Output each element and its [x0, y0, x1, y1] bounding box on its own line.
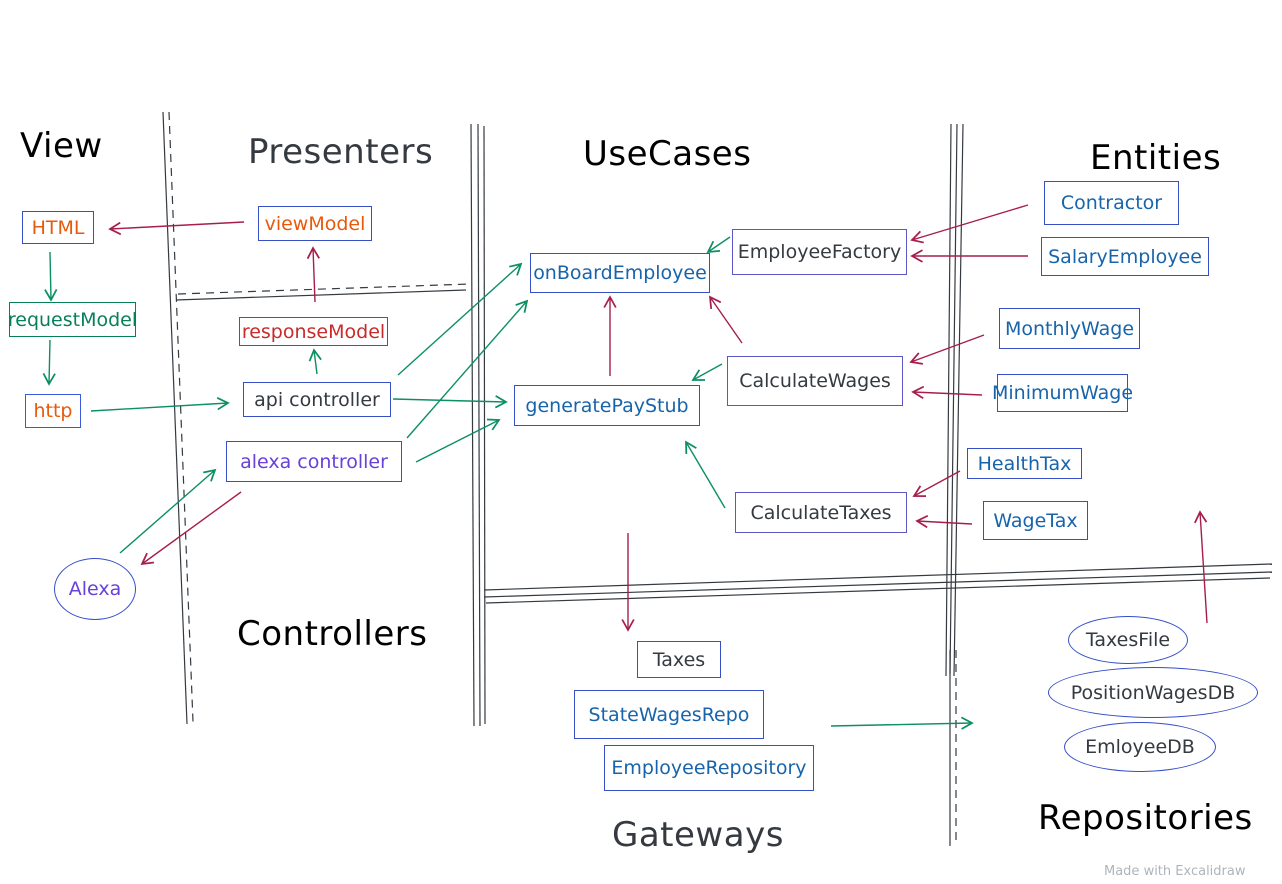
- arrow-wagetax-to-taxes: [915, 514, 973, 529]
- arrow-alexa-controller-to-onboard: [406, 299, 529, 439]
- node-alexa-controller[interactable]: alexa controller: [226, 441, 402, 482]
- node-calculate-taxes[interactable]: CalculateTaxes: [735, 492, 907, 533]
- node-response-model[interactable]: responseModel: [239, 317, 388, 346]
- node-http[interactable]: http: [25, 394, 81, 428]
- divider-view-presenters: [162, 111, 188, 725]
- arrow-wages-to-onboard: [708, 295, 743, 344]
- node-taxes-file[interactable]: TaxesFile: [1068, 616, 1188, 664]
- watermark: Made with Excalidraw: [1104, 864, 1246, 879]
- arrow-requestmodel-to-http: [42, 339, 56, 386]
- arrow-factory-to-onboard: [706, 236, 731, 254]
- arrow-minimum-to-wages: [911, 385, 983, 400]
- node-request-model[interactable]: requestModel: [8, 302, 137, 337]
- arrow-gateways-to-repositories: [830, 716, 974, 730]
- divider-presenters-controllers-dashed: [177, 283, 471, 295]
- arrow-contractor-to-factory: [910, 204, 1029, 244]
- section-title-usecases: UseCases: [583, 134, 752, 174]
- arrow-html-to-requestmodel: [44, 251, 58, 302]
- divider-core-gateways-2: [483, 571, 1273, 598]
- arrow-http-to-api-controller: [90, 397, 230, 412]
- section-title-view: View: [20, 126, 103, 166]
- divider-usecases-entities-3: [953, 123, 964, 677]
- node-position-wages-db[interactable]: PositionWagesDB: [1048, 667, 1258, 718]
- divider-view-presenters-dashed: [168, 111, 194, 723]
- divider-presenters-controllers: [175, 289, 467, 301]
- node-health-tax[interactable]: HealthTax: [967, 448, 1082, 479]
- arrow-viewmodel-to-html: [108, 221, 245, 236]
- divider-usecases-entities-1: [945, 123, 952, 677]
- node-employee-db[interactable]: EmloyeeDB: [1064, 722, 1216, 772]
- node-employee-factory[interactable]: EmployeeFactory: [732, 229, 907, 275]
- node-api-controller[interactable]: api controller: [243, 382, 391, 417]
- node-contractor[interactable]: Contractor: [1044, 181, 1179, 225]
- arrow-alexa-controller-to-alexa: [140, 491, 242, 566]
- divider-adapters-usecases-2: [477, 123, 481, 727]
- divider-core-gateways-3: [485, 577, 1271, 604]
- node-taxes[interactable]: Taxes: [637, 641, 721, 678]
- arrow-health-to-taxes: [912, 470, 961, 497]
- arrow-wages-to-paystub: [691, 363, 723, 381]
- node-onboard-employee[interactable]: onBoardEmployee: [530, 253, 710, 293]
- node-monthly-wage[interactable]: MonthlyWage: [999, 308, 1140, 349]
- section-title-entities: Entities: [1090, 138, 1222, 178]
- divider-adapters-usecases-1: [470, 123, 475, 727]
- section-title-gateways: Gateways: [612, 815, 784, 855]
- node-alexa[interactable]: Alexa: [54, 558, 136, 620]
- node-view-model[interactable]: viewModel: [258, 206, 372, 241]
- node-employee-repository[interactable]: EmployeeRepository: [604, 745, 814, 791]
- arrow-api-controller-to-paystub: [392, 395, 508, 409]
- node-html[interactable]: HTML: [22, 211, 94, 244]
- arrow-alexa-controller-to-paystub: [415, 418, 501, 463]
- arrow-alexa-to-alexa-controller: [119, 468, 217, 554]
- node-salary-employee[interactable]: SalaryEmployee: [1041, 237, 1209, 276]
- node-generate-pay-stub[interactable]: generatePayStub: [514, 385, 700, 426]
- section-title-repositories: Repositories: [1038, 798, 1253, 838]
- arrow-api-controller-to-responsemodel: [308, 348, 322, 375]
- section-title-controllers: Controllers: [237, 614, 428, 654]
- node-minimum-wage[interactable]: MinimumWage: [992, 374, 1133, 412]
- node-calculate-wages[interactable]: CalculateWages: [727, 356, 903, 406]
- arrow-monthly-to-wages: [909, 334, 985, 365]
- divider-adapters-usecases-3: [483, 125, 486, 725]
- layer-dividers: [162, 111, 1273, 846]
- divider-core-gateways-1: [483, 563, 1273, 591]
- arrow-taxes-to-paystub: [685, 440, 726, 509]
- node-wage-tax[interactable]: WageTax: [983, 501, 1088, 540]
- node-state-wages-repo[interactable]: StateWagesRepo: [574, 690, 764, 739]
- arrow-responsemodel-to-viewmodel: [306, 246, 320, 303]
- dependency-arrows: [42, 204, 1208, 730]
- arrow-repositories-to-entities: [1194, 510, 1208, 624]
- arrow-api-controller-to-onboard: [397, 262, 523, 376]
- section-title-presenters: Presenters: [248, 132, 434, 172]
